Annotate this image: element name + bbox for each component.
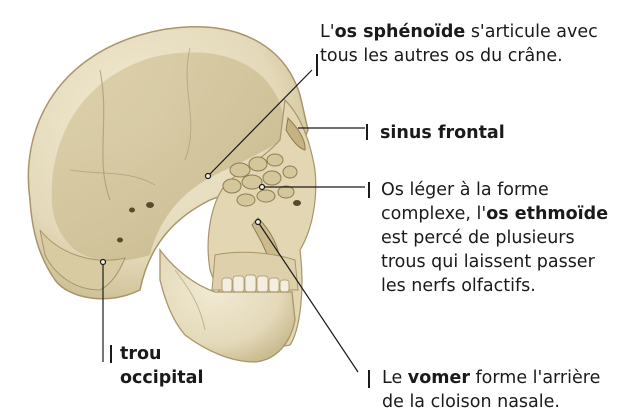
tick-vomer xyxy=(368,370,370,388)
label-sphenoide: L'os sphénoïde s'articule avec tous les … xyxy=(320,20,638,68)
label-sinus-frontal: sinus frontal xyxy=(380,121,505,145)
label-trou-occipital: trou occipital xyxy=(120,342,203,390)
tick-occipital xyxy=(110,345,112,363)
tick-sinus xyxy=(366,124,368,140)
label-vomer: Le vomer forme l'arrière de la cloison n… xyxy=(382,366,638,414)
tick-sphenoide xyxy=(316,54,318,76)
tick-ethmoide xyxy=(368,182,370,198)
label-ethmoide: Os léger à la forme complexe, l'os ethmo… xyxy=(381,178,639,298)
